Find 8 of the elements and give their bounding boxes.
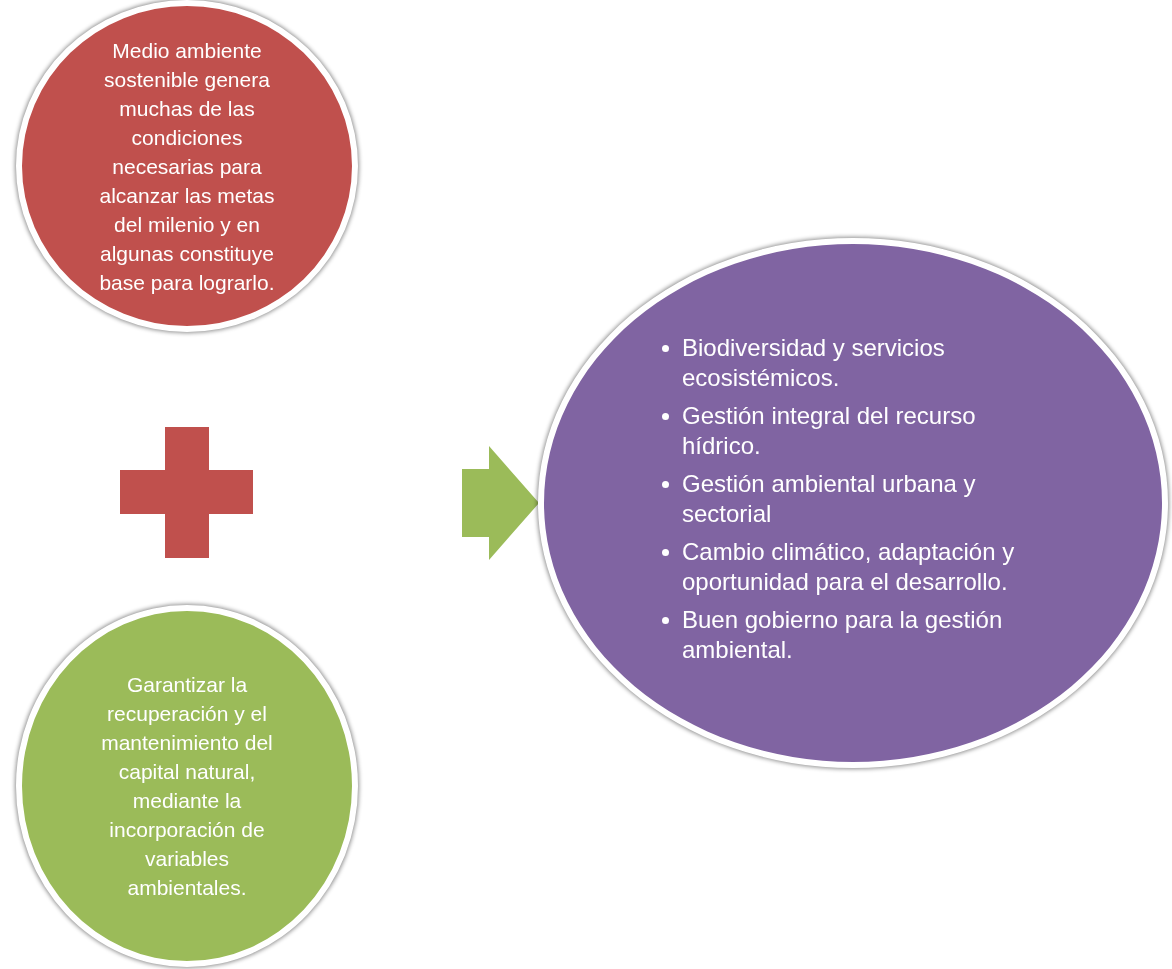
bullet-text: Buen gobierno para la gestión ambiental.: [682, 605, 1004, 665]
bullet-text: Biodiversidad y servicios ecosistémicos.: [682, 333, 946, 393]
bullet-text: Cambio climático, adaptación y oportunidad para el desarrollo.: [682, 537, 1016, 597]
block-arrow: [462, 446, 539, 560]
node-text: Medio ambiente sostenible genera muchas de las condiciones necesarias para alcanzar las metas del milenio y en algunas constituye base para lograrlo.: [98, 37, 276, 296]
bullet-text: Gestión ambiental urbana y sectorial: [682, 469, 977, 529]
bullet-text: Gestión integral del recurso hídrico.: [682, 401, 977, 461]
node-text: Garantizar la recuperación y el mantenimiento del capital natural, mediante la incorporación de variables ambientales.: [100, 672, 274, 901]
